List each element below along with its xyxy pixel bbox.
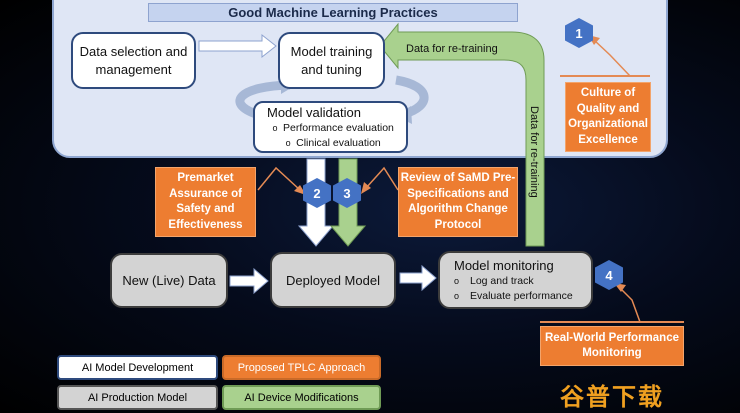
model-training-label: Model training and tuning: [290, 43, 373, 77]
legend-production: AI Production Model: [57, 385, 218, 410]
review-connector-head: [361, 182, 371, 194]
badge-1: 1: [565, 18, 593, 48]
live-data-box: New (Live) Data: [110, 253, 228, 308]
monitoring-item: Log and track: [454, 274, 573, 289]
watermark: 谷普下载: [560, 384, 664, 411]
legend-dev: AI Model Development: [57, 355, 218, 380]
legend-modifications: AI Device Modifications: [222, 385, 381, 410]
data-selection-label: Data selection and management: [79, 43, 188, 77]
real-world-label: Real-World Performance Monitoring: [545, 331, 679, 360]
arrow-data-to-training: [198, 33, 277, 59]
live-data-label: New (Live) Data: [122, 273, 216, 288]
legend-tplc-label: Proposed TPLC Approach: [237, 361, 366, 374]
legend-production-label: AI Production Model: [87, 391, 188, 404]
validation-cycle-left-arrow: [235, 80, 291, 119]
validation-item: Performance evaluation: [267, 121, 394, 136]
monitoring-list: Log and track Evaluate performance: [454, 274, 573, 304]
diagram-title: Good Machine Learning Practices: [148, 3, 518, 22]
badge-4: 4: [595, 260, 623, 290]
premarket-connector: [257, 166, 301, 191]
model-monitoring-box: Model monitoring Log and track Evaluate …: [438, 251, 593, 309]
data-selection-box: Data selection and management: [71, 32, 196, 89]
realworld-connector: [619, 287, 641, 323]
retraining-top-label: Data for re-training: [406, 43, 498, 55]
review-label: Review of SaMD Pre-Specifications and Al…: [400, 172, 516, 231]
deployed-model-box: Deployed Model: [270, 252, 396, 308]
retraining-green-arrow: [379, 22, 545, 247]
review-box: Review of SaMD Pre-Specifications and Al…: [398, 167, 518, 237]
retraining-side-label: Data for re-training: [528, 106, 540, 198]
validation-item: Clinical evaluation: [267, 136, 394, 151]
legend-dev-label: AI Model Development: [81, 361, 194, 374]
culture-connector: [593, 39, 631, 77]
premarket-box: Premarket Assurance of Safety and Effect…: [155, 167, 256, 237]
legend-tplc: Proposed TPLC Approach: [222, 355, 381, 380]
premarket-label: Premarket Assurance of Safety and Effect…: [168, 172, 243, 231]
validation-list: Performance evaluation Clinical evaluati…: [267, 121, 394, 151]
model-validation-box: Model validation Performance evaluation …: [253, 101, 408, 153]
legend-modifications-label: AI Device Modifications: [244, 391, 359, 404]
monitoring-item: Evaluate performance: [454, 289, 573, 304]
review-connector: [365, 166, 399, 191]
model-validation-label: Model validation: [267, 104, 361, 120]
model-training-box: Model training and tuning: [278, 32, 385, 89]
real-world-box: Real-World Performance Monitoring: [540, 326, 684, 366]
arrow-live-to-deployed: [229, 267, 269, 295]
culture-box: Culture of Quality and Organizational Ex…: [565, 82, 651, 152]
validation-cycle-right-arrow: [395, 75, 429, 119]
arrow-deployed-to-monitoring: [399, 264, 437, 292]
culture-label: Culture of Quality and Organizational Ex…: [568, 87, 648, 146]
model-monitoring-label: Model monitoring: [454, 257, 554, 273]
deployed-model-label: Deployed Model: [286, 272, 380, 288]
